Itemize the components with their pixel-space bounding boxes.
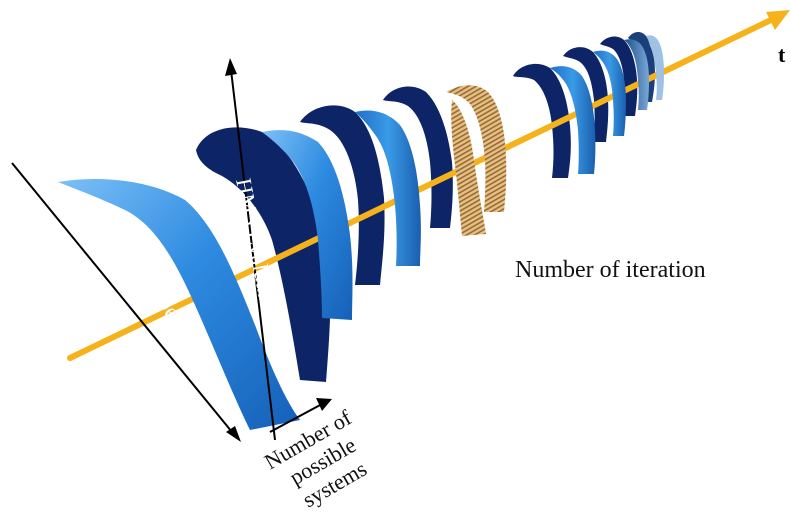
spiral-front-turn-4b-highlighted [451,100,486,236]
spiral-back-turn-7 [600,36,638,116]
evaluation-axis-line [230,69,276,441]
arrow-head-icon [766,10,790,30]
spiral-front-turn-4-highlighted [446,85,507,212]
spiral-front-turn-6 [593,50,626,136]
iteration-label: Number of iteration [515,257,706,283]
spiral-front-turn-8 [646,35,664,100]
design-axis-line [11,162,233,433]
spiral-back-turn-6 [563,47,609,142]
spiral-back-turn-5 [513,63,571,178]
arrow-head-icon [225,58,237,76]
spiral-front-turn-2 [262,130,353,320]
spiral-front-turn-1 [58,179,300,430]
arrow-head-icon [316,398,332,411]
spiral-back-turn-2 [300,105,385,285]
spiral-back-turn-1 [196,127,331,382]
arrow-head-icon [226,426,241,442]
spiral-front-turn-3 [355,110,421,267]
spiral-front-turn-7 [624,39,649,110]
spiral-front-ribbons [58,35,664,430]
time-axis-label: t [778,42,786,67]
systems-axis-line [269,403,323,433]
spiral-back-turn-3 [383,86,453,229]
spiral-front-turn-5 [550,66,596,174]
